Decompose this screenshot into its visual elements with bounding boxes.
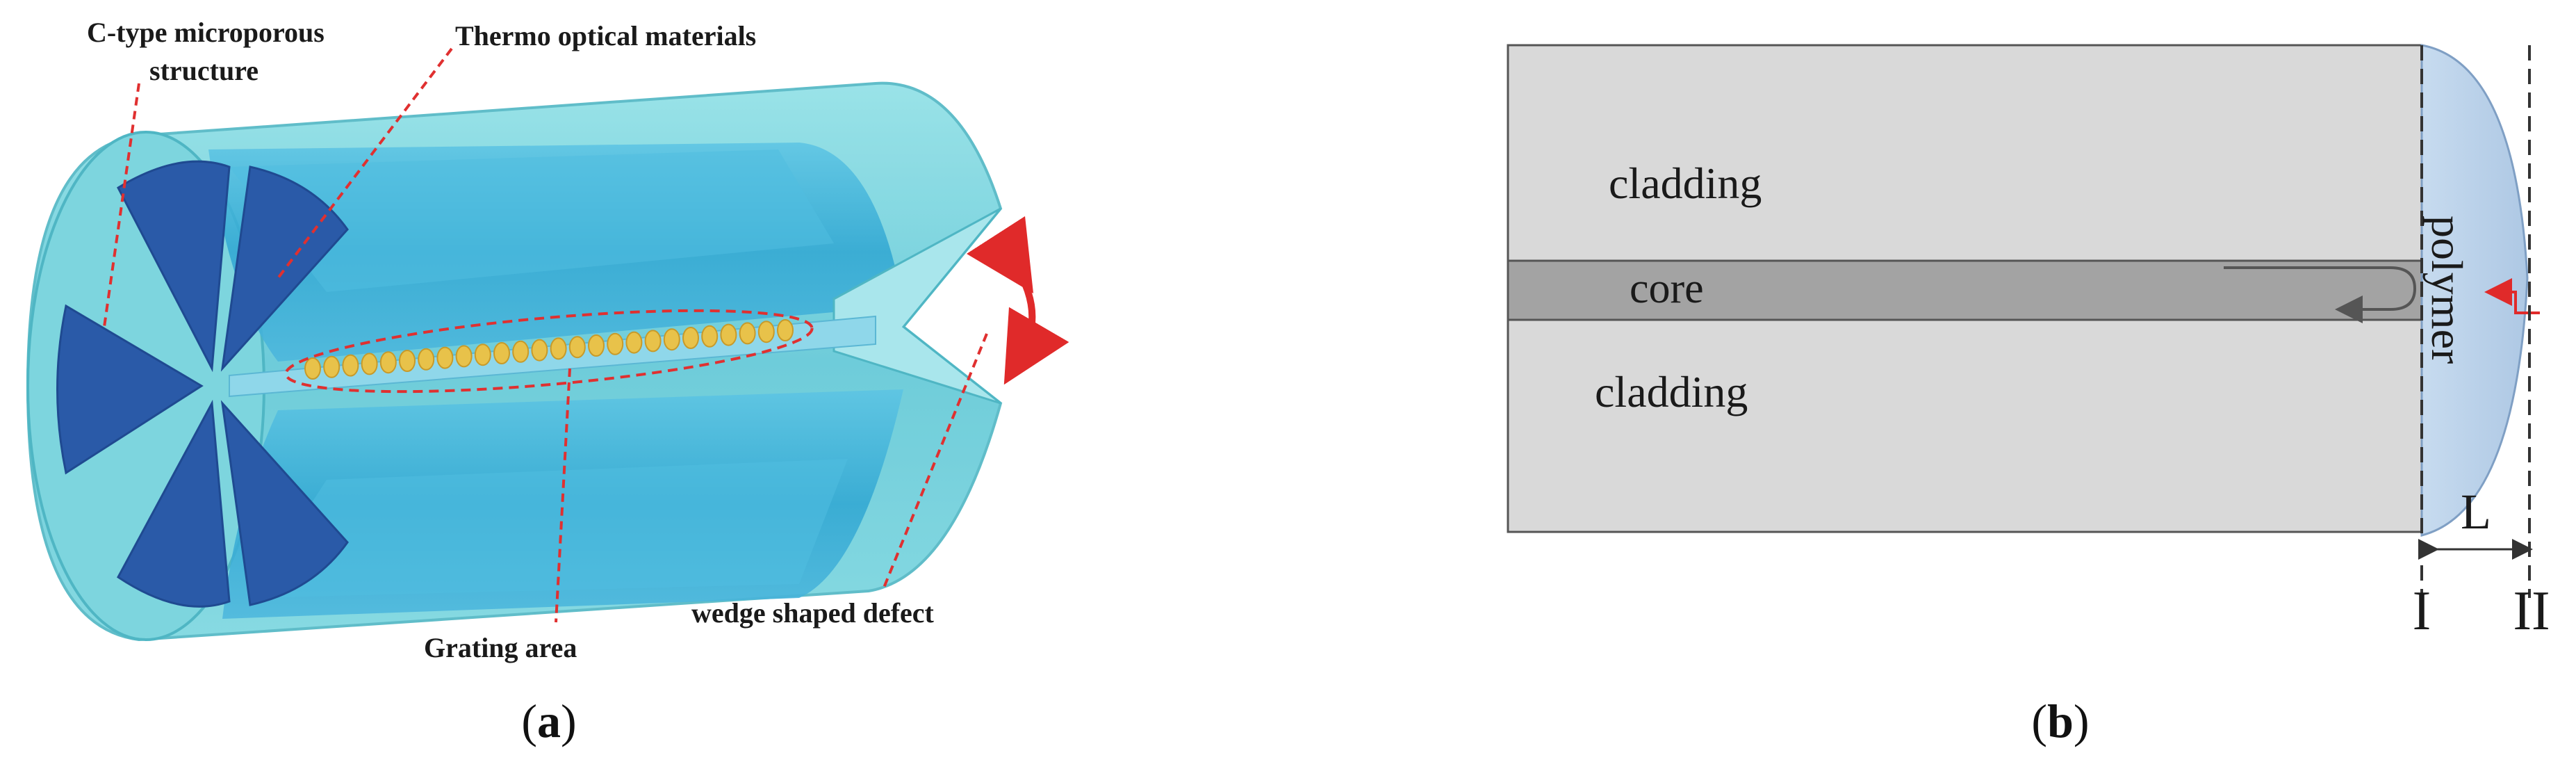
micropore-5 xyxy=(220,400,349,606)
grating-bead xyxy=(550,337,567,360)
grating-bead xyxy=(493,342,510,364)
panel-a-leaders xyxy=(103,47,988,623)
grating-bead xyxy=(361,353,378,375)
grating-bead xyxy=(418,348,435,371)
micropore-3 xyxy=(56,304,204,475)
label-core: core xyxy=(1630,265,1704,312)
label-plane-1: I xyxy=(2413,581,2431,642)
grating-bead xyxy=(588,334,605,357)
label-plane-2: II xyxy=(2513,581,2550,642)
grating-bead xyxy=(455,345,473,368)
inner-facet-bottom xyxy=(250,459,848,598)
leader-wedge xyxy=(881,333,988,592)
panel-a-fiber xyxy=(26,81,1069,642)
grating-bead xyxy=(436,346,454,369)
inner-facet-top xyxy=(229,149,834,292)
micropore-2 xyxy=(220,165,349,372)
core-strip xyxy=(1507,259,2423,321)
label-thermo: Thermo optical materials xyxy=(455,20,756,51)
grating-bead xyxy=(512,340,530,363)
grating-bead xyxy=(720,323,737,346)
light-path xyxy=(2224,266,2417,323)
grating-beads xyxy=(304,319,794,380)
label-polymer: polymer xyxy=(2422,216,2472,364)
grating-bead xyxy=(682,327,699,349)
grating-bead xyxy=(474,343,491,366)
label-wedge: wedge shaped defect xyxy=(691,597,935,629)
micropore-1 xyxy=(117,160,231,373)
label-cladding-bottom: cladding xyxy=(1595,367,1748,416)
grating-highlight xyxy=(284,309,814,394)
grating-bead xyxy=(625,331,643,354)
grating-bead xyxy=(304,357,321,380)
caption-a: (a) xyxy=(521,695,576,747)
label-length: L xyxy=(2461,484,2491,540)
grating-bead xyxy=(342,354,359,377)
grating-bead xyxy=(739,322,756,345)
label-c-type-line1: C-type microporous xyxy=(87,17,325,48)
polymer-red-arrow-icon xyxy=(2484,278,2540,314)
grating-bead xyxy=(607,332,624,355)
grating-bead xyxy=(701,325,719,348)
grating-bead xyxy=(323,355,341,378)
caption-b: (b) xyxy=(2031,695,2089,747)
grating-bead xyxy=(757,321,775,343)
micropore-group xyxy=(56,160,349,608)
grating-bead xyxy=(777,319,794,341)
micropore-4 xyxy=(117,399,231,608)
grating-bead xyxy=(663,328,680,351)
leader-thermo xyxy=(277,47,453,280)
grating-bead xyxy=(568,336,586,359)
grating-bead xyxy=(379,351,397,374)
label-cladding-top: cladding xyxy=(1609,159,1762,208)
panel-b-waveguide xyxy=(1507,44,2540,598)
grating-bead xyxy=(399,350,416,372)
leader-grating xyxy=(555,368,571,623)
label-grating: Grating area xyxy=(424,632,577,663)
rotation-arrow-icon xyxy=(966,216,1069,385)
grating-bead xyxy=(531,339,548,362)
grating-bead xyxy=(644,330,662,353)
label-c-type-line2: structure xyxy=(149,55,259,86)
polymer-cap xyxy=(2420,44,2529,537)
